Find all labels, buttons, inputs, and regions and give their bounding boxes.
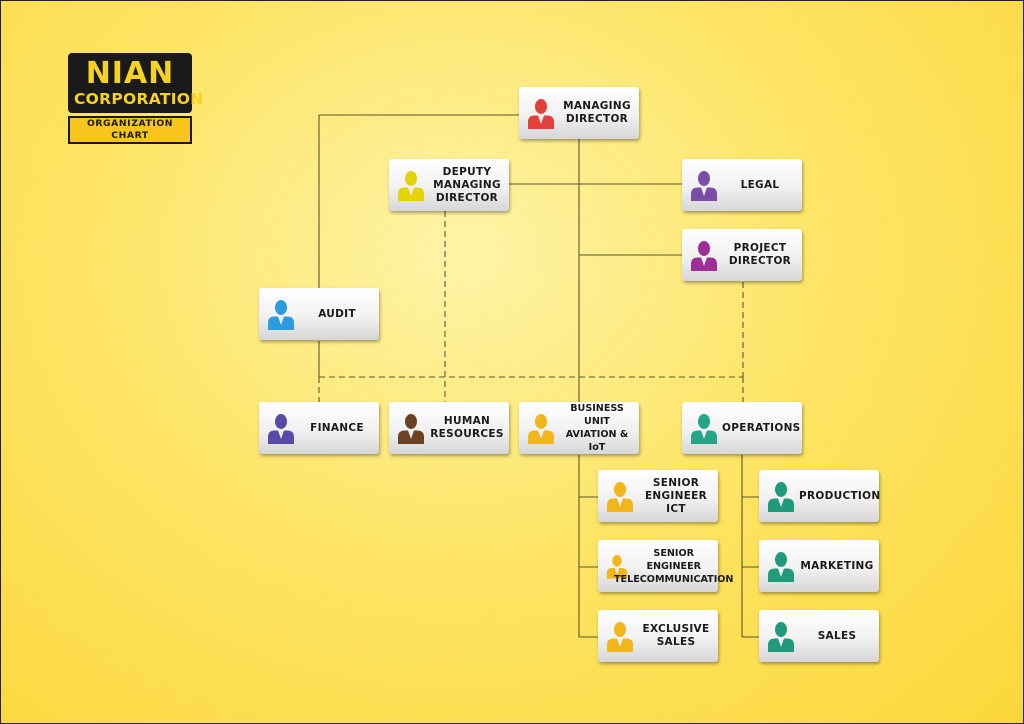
node-label: MANAGING DIRECTOR (563, 100, 631, 125)
node-managing-director: MANAGING DIRECTOR (519, 87, 639, 139)
node-label: AUDIT (318, 307, 356, 320)
person-icon (398, 414, 424, 444)
node-senior-engineer-ict: SENIOR ENGINEER ICT (598, 470, 718, 522)
person-icon (398, 171, 424, 201)
node-label: DEPUTY MANAGING DIRECTOR (433, 165, 501, 204)
node-marketing: MARKETING (759, 540, 879, 592)
node-label: LEGAL (740, 178, 780, 191)
person-icon (268, 414, 294, 444)
person-icon (691, 241, 717, 271)
node-exclusive-sales: EXCLUSIVE SALES (598, 610, 718, 662)
person-icon (691, 171, 717, 201)
node-deputy-managing-director: DEPUTY MANAGING DIRECTOR (389, 159, 509, 211)
node-label: SALES (817, 629, 857, 642)
node-label: SENIOR ENGINEER ICT (644, 476, 708, 515)
node-operations: OPERATIONS (682, 402, 802, 454)
node-label: BUSINESS UNIT AVIATION & IoT (565, 403, 629, 453)
person-icon (768, 482, 794, 512)
person-icon (606, 555, 628, 579)
node-project-director: PROJECT DIRECTOR (682, 229, 802, 281)
node-label: OPERATIONS (722, 421, 801, 434)
logo-badge: NIAN CORPORATION (68, 53, 204, 113)
person-icon (768, 622, 794, 652)
logo-corporation: CORPORATION (74, 90, 204, 108)
node-label: SENIOR ENGINEER TELECOMMUNICATION (614, 547, 734, 585)
node-label: PROJECT DIRECTOR (728, 242, 792, 267)
node-legal: LEGAL (682, 159, 802, 211)
person-icon (768, 552, 794, 582)
chart-subtitle: ORGANIZATION CHART (68, 116, 192, 144)
person-icon (607, 622, 633, 652)
node-senior-engineer-telecom: SENIOR ENGINEER TELECOMMUNICATION (598, 540, 733, 592)
node-finance: FINANCE (259, 402, 379, 454)
node-business-unit: BUSINESS UNIT AVIATION & IoT (519, 402, 639, 454)
person-icon (691, 414, 717, 444)
node-production: PRODUCTION (759, 470, 880, 522)
node-label: HUMAN RESOURCES (430, 415, 504, 440)
node-sales: SALES (759, 610, 879, 662)
person-icon (607, 482, 633, 512)
node-human-resources: HUMAN RESOURCES (389, 402, 509, 454)
person-icon (528, 414, 554, 444)
logo-name: NIAN (85, 56, 175, 91)
node-label: FINANCE (310, 421, 364, 434)
node-label: MARKETING (800, 559, 874, 572)
node-audit: AUDIT (259, 288, 379, 340)
node-label: PRODUCTION (799, 489, 881, 502)
node-label: EXCLUSIVE SALES (642, 623, 710, 648)
person-icon (268, 300, 294, 330)
company-logo: NIAN CORPORATION ORGANIZATION CHART (68, 53, 204, 144)
person-icon (528, 99, 554, 129)
